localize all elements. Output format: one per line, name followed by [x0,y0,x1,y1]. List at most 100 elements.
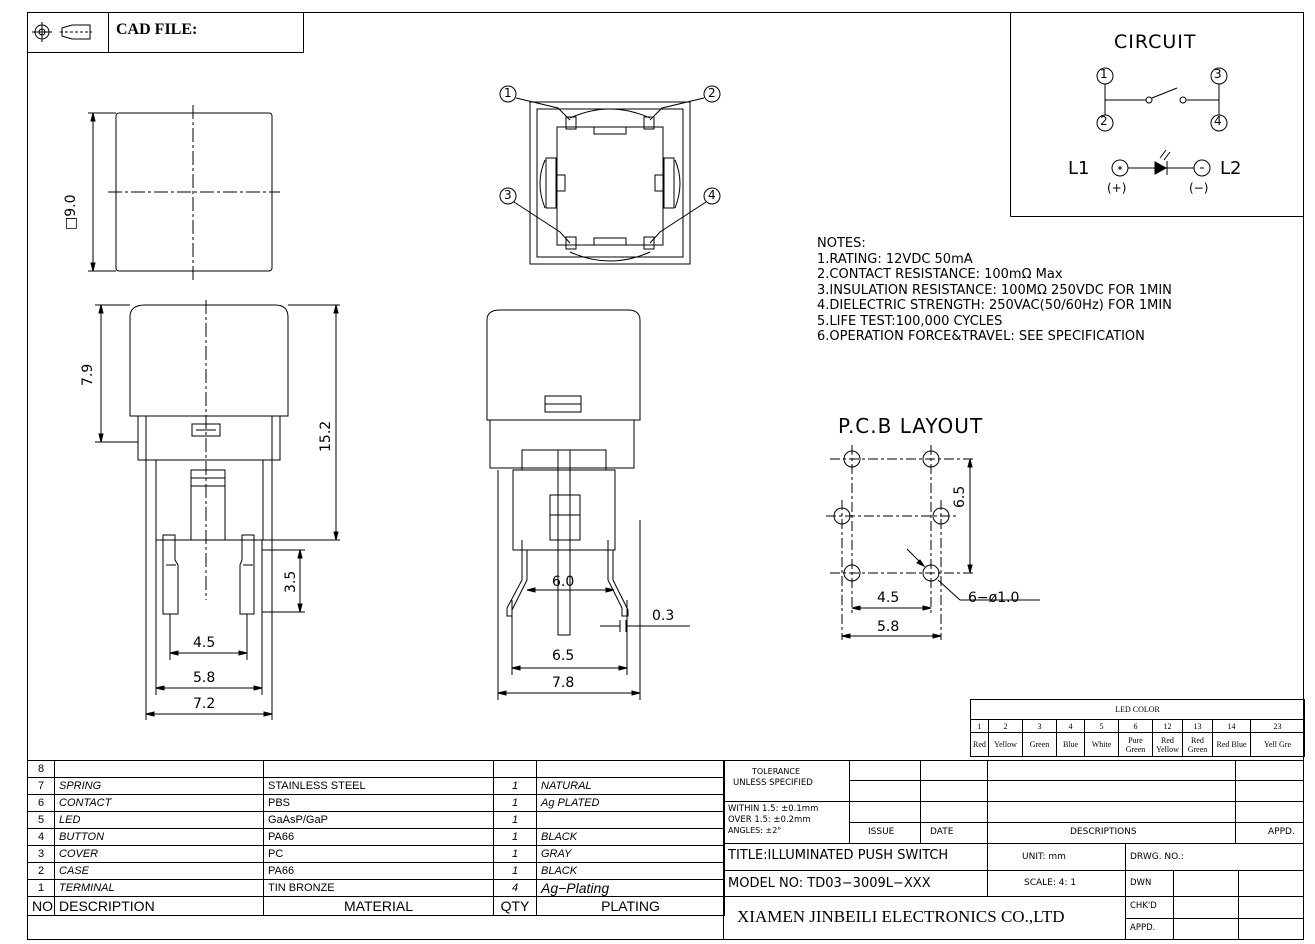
tolerance-label: TOLERANCE [752,767,801,776]
led-color-name: Pure Green [1118,732,1153,757]
bom-material: STAINLESS STEEL [263,777,494,795]
note-line: 6.OPERATION FORCE&TRAVEL: SEE SPECIFICAT… [817,329,1145,344]
bom-no: 7 [27,777,55,795]
pcb-layout [826,445,1040,640]
led-plus-label: (+) [1107,181,1127,195]
top-pin-2: 2 [708,86,716,100]
bom-material: PBS [263,794,494,812]
led-color-name: Yell Gre [1249,732,1306,757]
bom-plating: BLACK [536,862,725,880]
bom-material: PA66 [263,862,494,880]
bom-no: 1 [27,879,55,897]
cad-file-label: CAD FILE: [116,21,198,38]
pcb-hole-spec: 6−ø1.0 [968,590,1020,606]
led-color-name: Green [1022,732,1057,757]
led-color-name: Blue [1056,732,1085,757]
tolerance-over: OVER 1.5: ±0.2mm [728,815,811,825]
circuit-pin-4: 4 [1214,114,1222,128]
switch-top-view [499,85,721,265]
led-color-name: White [1084,732,1119,757]
dim-square-9-0: □9.0 [63,194,79,231]
led-color-name: Yellow [988,732,1023,757]
led-l2-label: L2 [1220,158,1242,179]
bom-desc [54,760,264,778]
led-code: 5 [1084,719,1119,733]
dim-7-9: 7.9 [80,363,96,386]
led-code: 6 [1118,719,1153,733]
bom-plating: Ag PLATED [536,794,725,812]
bom-header-plating: PLATING [536,896,725,916]
top-pin-4: 4 [708,188,716,202]
led-code: 1 [970,719,989,733]
unless-specified-label: UNLESS SPECIFIED [733,778,813,788]
bom-no: 5 [27,811,55,829]
bom-no: 2 [27,862,55,880]
issue-header: ISSUE [868,827,895,837]
bom-qty: 1 [493,777,537,795]
date-header: DATE [930,827,954,837]
model-number: MODEL NO: TD03−3009L−XXX [728,876,931,891]
bom-desc: LED [54,811,264,829]
bom-desc: CONTACT [54,794,264,812]
descriptions-header: DESCRIPTIONS [1070,827,1137,837]
top-pin-1: 1 [504,86,512,100]
bom-material: TIN BRONZE [263,879,494,897]
chkd-label: CHK'D [1130,901,1157,911]
bom-material: PA66 [263,828,494,846]
dim-7-8: 7.8 [552,675,575,691]
notes-block: NOTES: 1.RATING: 12VDC 50mA 2.CONTACT RE… [817,236,1172,345]
led-l1-label: L1 [1068,158,1090,179]
note-line: 1.RATING: 12VDC 50mA [817,251,973,267]
bom-qty [493,760,537,778]
bom-plating: NATURAL [536,777,725,795]
pcb-title: P.C.B LAYOUT [838,414,984,438]
circuit-title: CIRCUIT [1114,31,1197,53]
button-top-view [88,105,280,280]
appd-label: APPD. [1130,923,1156,933]
bom-no: 4 [27,828,55,846]
bom-header-qty: QTY [493,896,537,916]
led-color-name: Red Green [1182,732,1213,757]
bom-desc: BUTTON [54,828,264,846]
note-line: 2.CONTACT RESISTANCE: 100mΩ Max [817,267,1063,282]
top-pin-3: 3 [504,188,512,202]
circuit-pin-1: 1 [1100,67,1108,81]
bom-header-material: MATERIAL [263,896,494,916]
led-code: 23 [1249,719,1306,733]
bom-plating: GRAY [536,845,725,863]
circuit-pin-2: 2 [1100,114,1108,128]
dim-5-8: 5.8 [193,670,216,686]
circuit-schematic [1096,67,1228,177]
bom-header-desc: DESCRIPTION [54,896,264,916]
dim-15-2: 15.2 [318,420,334,452]
bom-desc: CASE [54,862,264,880]
bom-no: 6 [27,794,55,812]
led-code: 3 [1022,719,1057,733]
bom-qty: 1 [493,862,537,880]
bom-header-row: NO. DESCRIPTION MATERIAL QTY PLATING [27,896,725,916]
notes-heading: NOTES: [817,236,866,251]
dim-4-5: 4.5 [193,635,216,651]
bom-plating: BLACK [536,828,725,846]
led-color-name: Red Yellow [1152,732,1183,757]
table-row: 8 [27,760,725,778]
led-minus-label: (−) [1189,181,1209,195]
bom-no: 8 [27,760,55,778]
led-code: 2 [988,719,1023,733]
bom-material: PC [263,845,494,863]
scale-label: SCALE: 4: 1 [1024,878,1077,888]
bom-header-no: NO. [27,896,55,916]
led-code: 14 [1212,719,1251,733]
bom-plating [536,811,725,829]
dim-6-5: 6.5 [552,648,575,664]
dim-6-0: 6.0 [552,574,575,590]
bom-plating [536,760,725,778]
